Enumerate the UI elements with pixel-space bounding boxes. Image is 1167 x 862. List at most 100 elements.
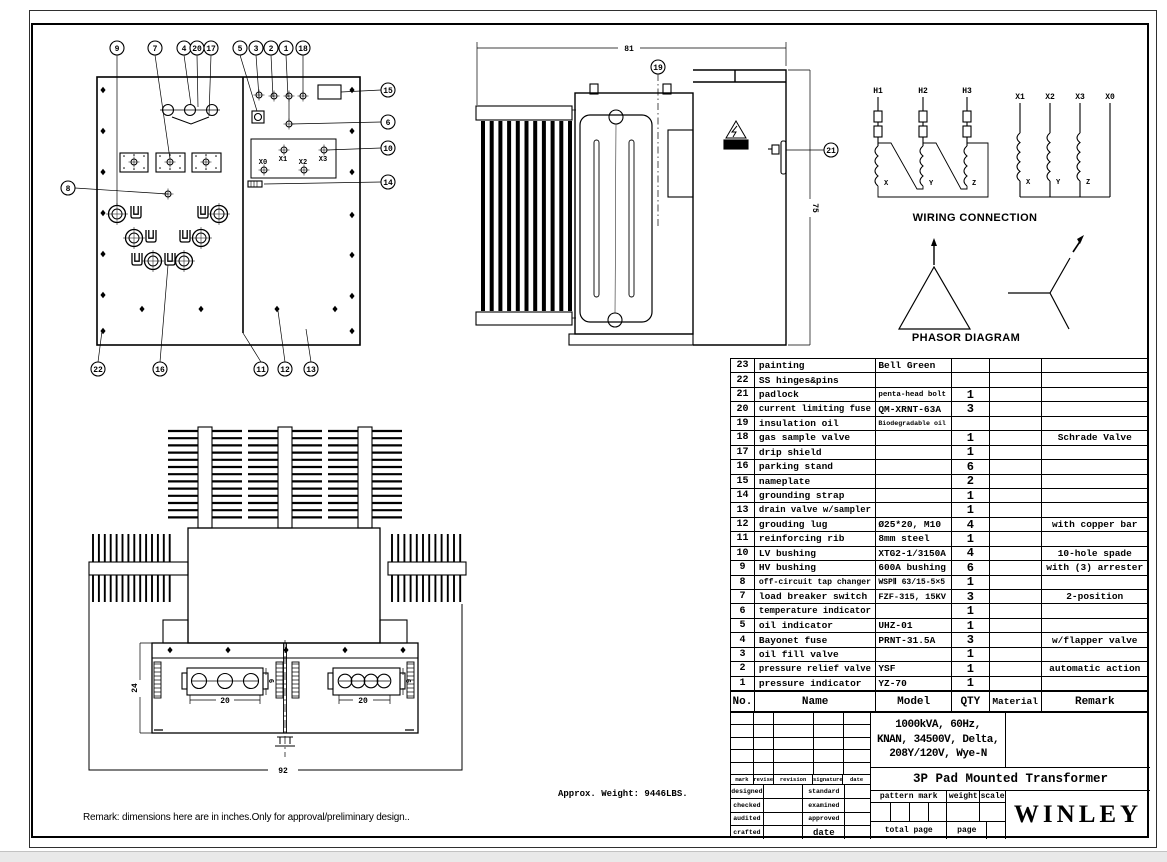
cell-remark xyxy=(1042,388,1148,401)
label-scale: scale xyxy=(980,792,1005,801)
label-revision: revision xyxy=(774,775,814,784)
cell-name: current limiting fuse xyxy=(755,402,877,416)
revision-cell xyxy=(731,750,754,763)
dim-24-lines xyxy=(139,642,152,734)
revision-cell xyxy=(814,725,844,738)
cell-model xyxy=(876,647,952,662)
fitting-crosshair-icon xyxy=(258,164,270,176)
top-view xyxy=(88,426,467,771)
cell-model: YSF xyxy=(876,662,952,676)
hv-bushing-icon xyxy=(106,203,128,225)
tap-changer-plate xyxy=(155,152,186,173)
revision-cell xyxy=(844,737,871,751)
label-crafted: crafted xyxy=(731,826,764,839)
dim-20-lv-label: 20 xyxy=(358,697,368,706)
radiator-spine-left xyxy=(88,561,189,576)
cell-model: XTG2-1/3150A xyxy=(876,546,952,561)
cell-no: 7 xyxy=(731,590,755,604)
balloon-8: 8 xyxy=(60,180,76,196)
base-skid xyxy=(568,333,694,346)
revision-cell xyxy=(731,737,754,751)
cell-name: reinforcing rib xyxy=(755,532,877,546)
cell-model: WSPⅡ 63/15-5×5 xyxy=(876,575,952,589)
parking-stand-icon xyxy=(145,230,157,243)
remark-note: Remark: dimensions here are in inches.On… xyxy=(83,812,410,823)
phasor-diagram-title: PHASOR DIAGRAM xyxy=(912,332,1020,344)
cell-material xyxy=(990,532,1042,546)
lv-terminal-panel xyxy=(250,138,337,179)
cell-material xyxy=(990,647,1042,662)
cell-remark xyxy=(1042,460,1148,473)
balloon-10: 10 xyxy=(380,140,396,156)
cell-remark xyxy=(1042,446,1148,459)
cell-name: pressure indicator xyxy=(755,676,877,691)
fitting-crosshair-icon xyxy=(200,156,212,168)
balloon-9: 9 xyxy=(109,40,125,56)
cell-name: off-circuit tap changer xyxy=(755,575,877,589)
cell-remark xyxy=(1042,359,1148,372)
svg-text:9: 9 xyxy=(115,45,120,54)
fitting-crosshair-icon xyxy=(278,144,290,156)
radiator-top-band xyxy=(475,105,573,121)
cell-remark: 2-position xyxy=(1066,591,1124,603)
warning-label xyxy=(723,139,749,150)
radiator-spine-right xyxy=(387,561,467,576)
svg-text:14: 14 xyxy=(383,179,393,188)
fitting-crosshair-icon xyxy=(164,156,176,168)
cell-no: 4 xyxy=(731,633,755,647)
revision-cell xyxy=(774,750,814,763)
door-handle xyxy=(771,144,780,155)
label-mark: mark xyxy=(731,775,754,784)
bolt-mark xyxy=(349,327,355,335)
svg-text:16: 16 xyxy=(155,366,165,375)
header-no: No. xyxy=(731,692,755,711)
dim-24-label: 24 xyxy=(131,683,140,693)
hv-terminal-h3: H3 xyxy=(962,87,972,96)
wiring-connection-diagram xyxy=(873,97,1111,198)
cell-no: 6 xyxy=(731,604,755,618)
cell-no: 5 xyxy=(731,618,755,633)
envelope-outline xyxy=(88,575,463,771)
cell-material xyxy=(990,387,1042,402)
sheet-outer-border xyxy=(29,10,1157,848)
delta-phasor xyxy=(897,265,972,330)
revision-cell xyxy=(814,750,844,763)
cell-material xyxy=(990,546,1042,561)
cell-model xyxy=(876,431,952,445)
cell-no: 17 xyxy=(731,445,755,460)
plate-dot xyxy=(169,154,171,156)
plate-dot xyxy=(195,167,197,169)
svg-text:19: 19 xyxy=(653,64,663,73)
hv-bushing-icon xyxy=(208,203,230,225)
bolt-mark xyxy=(139,305,145,313)
cell-remark xyxy=(1042,604,1148,617)
bolt-mark xyxy=(100,327,106,335)
header-model: Model xyxy=(876,692,952,711)
revision-label-row: mark revise revision signature date xyxy=(731,775,870,785)
cell-qty: 1 xyxy=(952,676,990,691)
label-signature: signature xyxy=(813,775,844,784)
dim-6-lv-label: 6 xyxy=(403,679,411,683)
svg-text:15: 15 xyxy=(383,87,393,96)
label-weight: weight xyxy=(947,791,981,802)
header-remark: Remark xyxy=(1074,695,1115,708)
cell-material xyxy=(990,618,1042,633)
cell-qty: 1 xyxy=(952,575,990,589)
cell-material xyxy=(990,633,1042,647)
cell-name: grounding strap xyxy=(755,488,877,503)
cell-remark xyxy=(1042,677,1148,690)
delta-coil xyxy=(919,145,924,187)
wye-phasor xyxy=(1008,257,1071,330)
wye-coil xyxy=(1046,132,1051,182)
hv-bushing-icon xyxy=(173,250,195,272)
revision-cell xyxy=(774,762,814,775)
